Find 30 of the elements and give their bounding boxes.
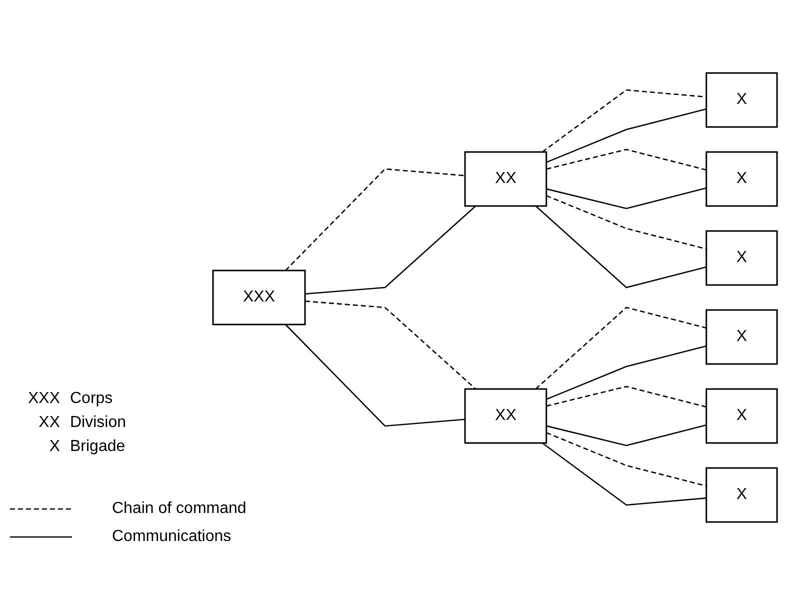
connector xyxy=(542,442,706,506)
node-box: X xyxy=(706,151,778,207)
node-box: X xyxy=(706,230,778,286)
node-box: X xyxy=(706,309,778,365)
echelon-symbol: XX xyxy=(38,414,60,432)
connector xyxy=(546,386,706,408)
connector xyxy=(304,300,476,390)
echelon-symbol: XXX xyxy=(26,390,60,408)
connector xyxy=(535,306,706,390)
connector xyxy=(546,148,706,171)
node-box: X xyxy=(706,72,778,128)
echelon-name: Brigade xyxy=(70,438,126,456)
connector xyxy=(546,187,706,210)
connector xyxy=(546,424,706,446)
echelon-symbol: X xyxy=(48,438,60,456)
connector xyxy=(535,206,706,288)
connector xyxy=(546,345,706,400)
connector xyxy=(546,108,706,163)
echelon-name: Division xyxy=(70,414,126,432)
node-box: X xyxy=(706,467,778,523)
connector xyxy=(285,324,466,427)
node-box: X xyxy=(706,388,778,444)
node-box: XX xyxy=(464,388,548,444)
legend-text: Chain of command xyxy=(112,500,246,518)
echelon-name: Corps xyxy=(70,390,114,408)
legend-text: Communications xyxy=(112,528,232,546)
connector xyxy=(304,206,476,294)
node-box: XX xyxy=(464,151,548,207)
node-box: XXX xyxy=(212,270,306,326)
connector xyxy=(285,168,466,271)
